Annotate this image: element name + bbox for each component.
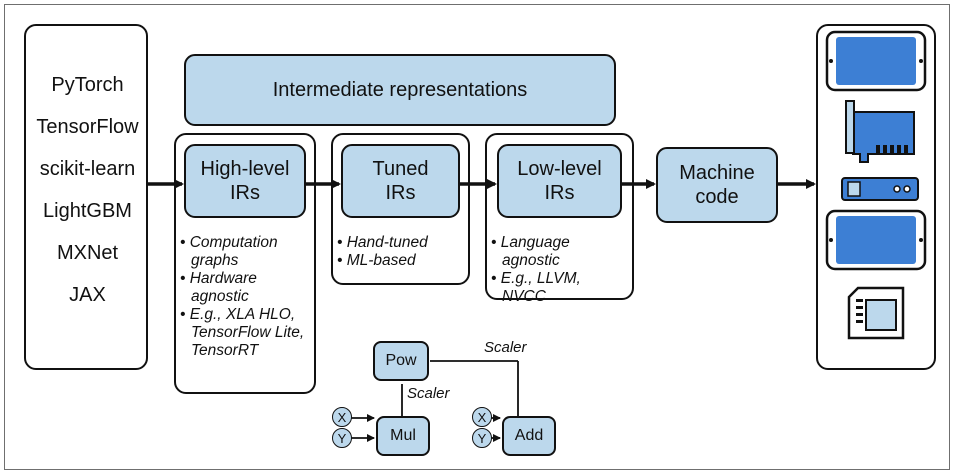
machine-code-line2: code	[695, 186, 739, 208]
low-level-ir-line1: Low-level	[517, 158, 602, 180]
framework-tensorflow: TensorFlow	[36, 116, 139, 138]
graph-node-mul-label: Mul	[390, 427, 416, 444]
graph-node-add-label: Add	[514, 427, 544, 444]
intermediate-representations-label: Intermediate representations	[272, 79, 528, 101]
graph-input-y1: Y	[332, 428, 352, 448]
scaler-label-top: Scaler	[484, 339, 527, 356]
machine-code-line1: Machine	[679, 162, 755, 184]
framework-jax: JAX	[69, 284, 106, 306]
machine-code-box: Machine code	[656, 147, 778, 223]
intermediate-representations-box: Intermediate representations	[184, 54, 616, 126]
graph-node-pow-label: Pow	[385, 352, 417, 369]
scaler-label-side: Scaler	[407, 385, 450, 402]
bullet-item: • Hardware agnostic	[180, 270, 257, 305]
graph-input-x2-label: X	[477, 409, 487, 425]
low-level-ir-box: Low-level IRs	[497, 144, 622, 218]
bullet-item: • Language agnostic	[491, 234, 570, 269]
high-level-ir-line2: IRs	[230, 182, 260, 204]
tuned-ir-box: Tuned IRs	[341, 144, 460, 218]
graph-input-y2: Y	[472, 428, 492, 448]
diagram-frame	[4, 4, 950, 470]
low-level-ir-bullets: • Language agnostic • E.g., LLVM, NVCC	[491, 234, 629, 306]
graph-input-y1-label: Y	[337, 430, 347, 446]
high-level-ir-box: High-level IRs	[184, 144, 306, 218]
graph-input-x1: X	[332, 407, 352, 427]
high-level-ir-bullets: • Computation graphs • Hardware agnostic…	[180, 234, 312, 360]
sd-card-icon	[847, 286, 905, 340]
graph-node-add: Add	[502, 416, 556, 456]
tuned-ir-line2: IRs	[385, 182, 416, 204]
graph-input-x2: X	[472, 407, 492, 427]
framework-pytorch: PyTorch	[51, 74, 124, 96]
framework-lightgbm: LightGBM	[43, 200, 132, 222]
bullet-item: • E.g., LLVM, NVCC	[491, 270, 581, 305]
gpu-card-icon	[845, 100, 915, 163]
bullet-item: • Hand-tuned	[337, 234, 428, 251]
tuned-ir-bullets: • Hand-tuned • ML-based	[337, 234, 465, 270]
phone-icon	[825, 30, 927, 92]
low-level-ir-line2: IRs	[544, 182, 575, 204]
graph-input-y2-label: Y	[477, 430, 487, 446]
bullet-item: • E.g., XLA HLO, TensorFlow Lite, Tensor…	[180, 306, 305, 359]
framework-scikit-learn: scikit-learn	[39, 158, 136, 180]
graph-node-mul: Mul	[376, 416, 430, 456]
frameworks-box	[24, 24, 148, 370]
high-level-ir-line1: High-level	[200, 158, 290, 180]
tuned-ir-line1: Tuned	[372, 158, 429, 180]
graph-edges	[350, 360, 519, 442]
graph-input-x1-label: X	[337, 409, 347, 425]
bullet-item: • Computation graphs	[180, 234, 278, 269]
graph-node-pow: Pow	[373, 341, 429, 381]
frameworks-list: PyTorch TensorFlow scikit-learn LightGBM…	[30, 28, 145, 364]
tablet-icon	[825, 209, 927, 271]
tpu-stick-icon	[841, 177, 919, 201]
bullet-item: • ML-based	[337, 252, 416, 269]
framework-mxnet: MXNet	[56, 242, 119, 264]
